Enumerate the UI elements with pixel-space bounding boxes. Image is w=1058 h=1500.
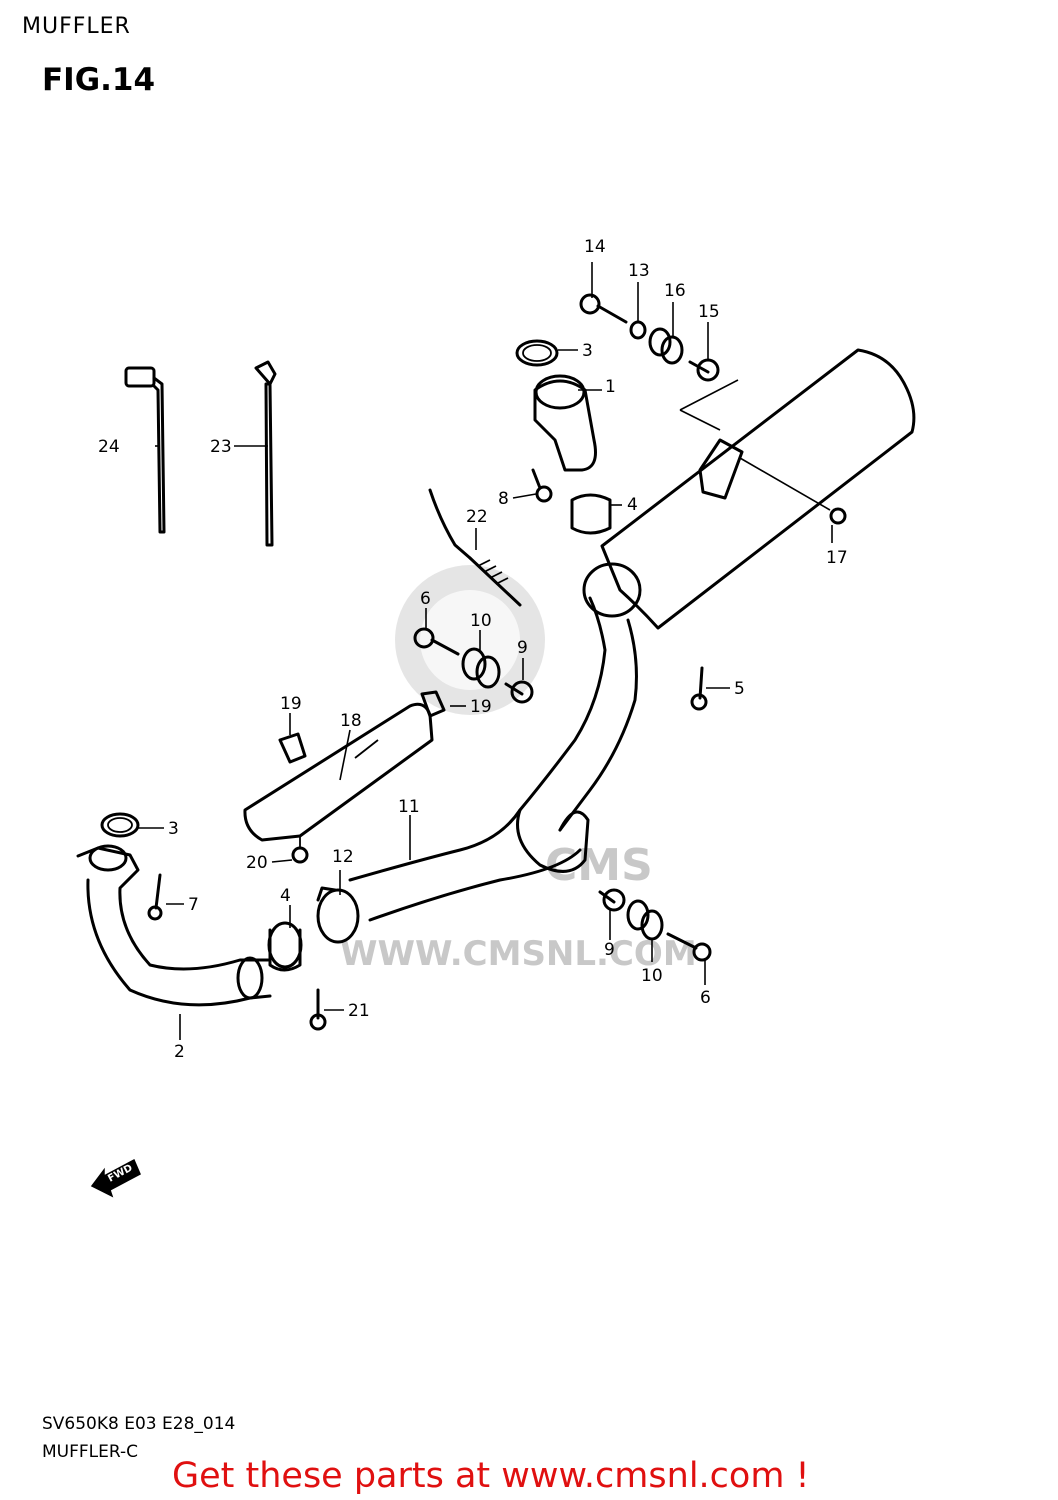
- promo-link[interactable]: Get these parts at www.cmsnl.com !: [172, 1456, 810, 1496]
- callout-22: 22: [466, 507, 488, 527]
- diagram-subtitle: MUFFLER-C: [42, 1442, 139, 1462]
- part-9-collar-upper: [504, 680, 534, 704]
- callout-10-lower: 10: [641, 966, 663, 986]
- part-5-bolt: [690, 666, 708, 711]
- callout-13: 13: [628, 261, 650, 281]
- callout-24: 24: [98, 437, 120, 457]
- part-1-connector-pipe: [533, 374, 597, 472]
- callout-4-top: 4: [627, 495, 638, 515]
- callout-4-lower: 4: [280, 886, 291, 906]
- part-6-bolt-lower: [666, 932, 712, 962]
- part-12-clamp: [316, 886, 360, 944]
- part-4-clamp-top: [570, 493, 612, 535]
- part-3-gasket-lower: [100, 812, 140, 838]
- part-2-front-pipe: [76, 844, 272, 1007]
- callout-numbers: 14 13 16 15 3 1 4 8 22 6 10 9 5 17 24 23…: [98, 237, 848, 1062]
- callout-19-left: 19: [280, 694, 302, 714]
- callout-14: 14: [584, 237, 606, 257]
- part-23-cable-tie: [254, 360, 277, 547]
- part-7-bolt: [147, 873, 163, 921]
- callout-21: 21: [348, 1001, 370, 1021]
- callout-11: 11: [398, 797, 420, 817]
- callout-12: 12: [332, 847, 354, 867]
- cms-watermark: CMS WWW.CMSNL.COM: [340, 565, 697, 974]
- callout-20: 20: [246, 853, 268, 873]
- figure-number: FIG.14: [42, 62, 156, 98]
- part-19-clip-left: [278, 732, 307, 764]
- callout-17: 17: [826, 548, 848, 568]
- forward-arrow-icon: FWD: [90, 1158, 141, 1198]
- diagram-code: SV650K8 E03 E28_014: [42, 1414, 236, 1434]
- callout-19-right: 19: [470, 697, 492, 717]
- watermark-url-text: WWW.CMSNL.COM: [340, 934, 697, 974]
- part-21-bolt: [309, 988, 327, 1031]
- callout-1: 1: [605, 377, 616, 397]
- section-title: MUFFLER: [22, 14, 131, 39]
- callout-10-upper: 10: [470, 611, 492, 631]
- callout-16: 16: [664, 281, 686, 301]
- callout-18: 18: [340, 711, 362, 731]
- part-22-sensor: [428, 488, 522, 607]
- callout-23: 23: [210, 437, 232, 457]
- part-10-bush-upper: [461, 647, 501, 689]
- callout-8: 8: [498, 489, 509, 509]
- callout-3-top: 3: [582, 341, 593, 361]
- part-16-rubber-bush: [648, 327, 684, 365]
- callout-9-upper: 9: [517, 638, 528, 658]
- callout-3-lower: 3: [168, 819, 179, 839]
- part-14-bolt: [579, 293, 628, 324]
- callout-15: 15: [698, 302, 720, 322]
- callout-7: 7: [188, 895, 199, 915]
- callout-5: 5: [734, 679, 745, 699]
- part-20-screw: [291, 836, 309, 864]
- part-3-gasket-top: [515, 339, 559, 367]
- part-24-cable-tie: [124, 366, 166, 534]
- watermark-logo-text: CMS: [545, 840, 653, 891]
- callout-6-upper: 6: [420, 589, 431, 609]
- part-15-collar: [688, 358, 720, 382]
- callout-9-lower: 9: [604, 940, 615, 960]
- part-6-bolt-upper: [413, 627, 460, 656]
- callout-6-lower: 6: [700, 988, 711, 1008]
- leader-lines: [138, 262, 833, 1040]
- part-8-bolt: [531, 468, 553, 503]
- part-4-clamp-lower: [267, 921, 303, 972]
- part-10-bush-lower: [626, 899, 664, 941]
- part-9-collar-lower: [598, 888, 626, 912]
- part-13-washer: [629, 320, 647, 340]
- part-11-exhaust-pipe: [348, 596, 638, 922]
- part-18-heat-shield: [243, 702, 434, 842]
- part-17-muffler-body: [582, 348, 916, 630]
- callout-2: 2: [174, 1042, 185, 1062]
- part-19-clip-right: [420, 690, 446, 718]
